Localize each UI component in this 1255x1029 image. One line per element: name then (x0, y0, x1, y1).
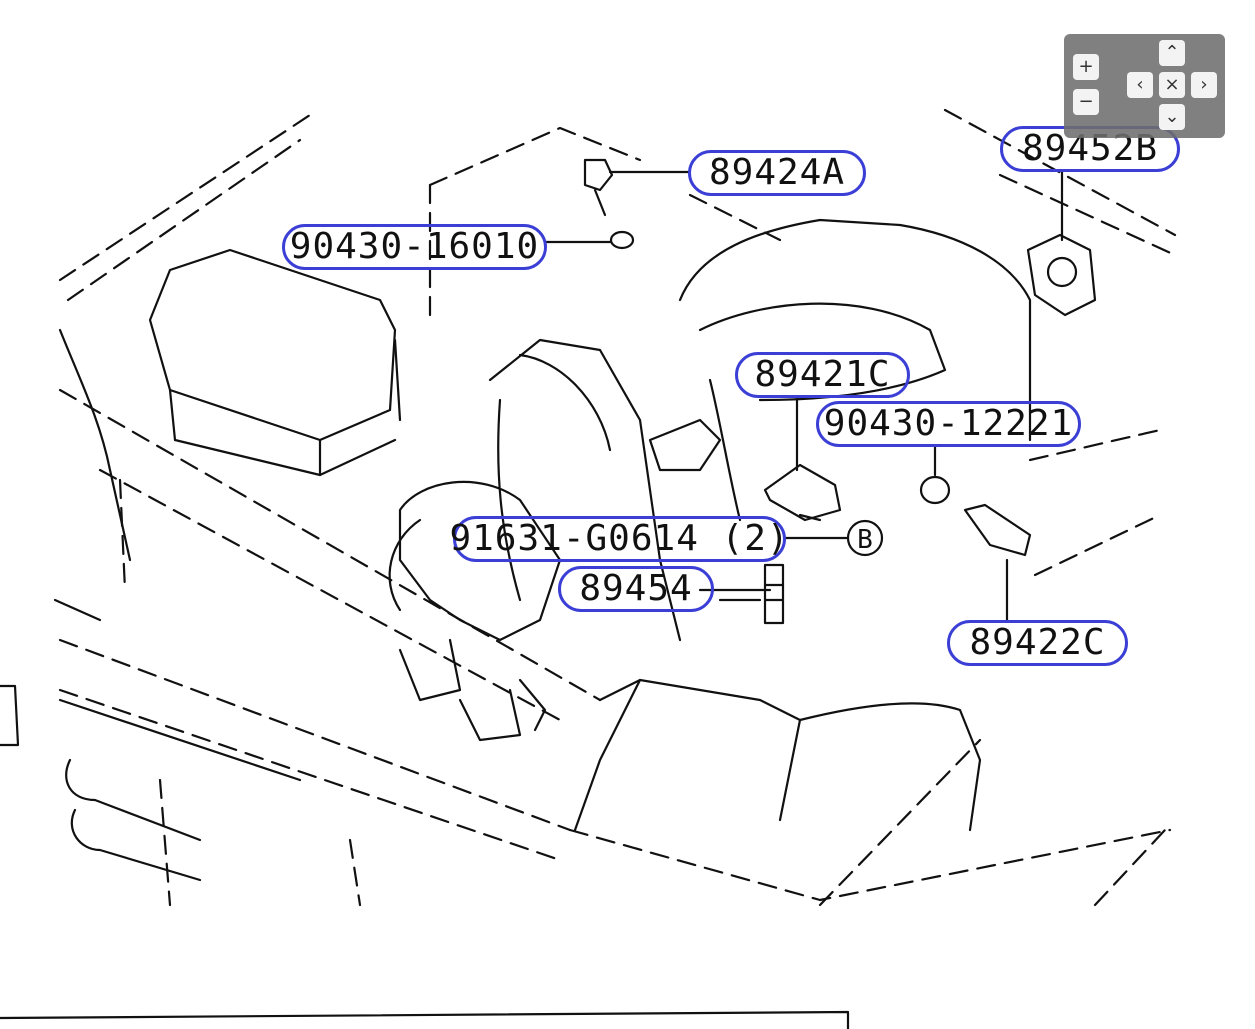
chevron-down-icon: ⌄ (1164, 106, 1180, 127)
part-label-89422c[interactable]: 89422C (947, 620, 1128, 666)
pan-right-button[interactable]: › (1191, 72, 1217, 98)
washer-90430-16010-symbol (609, 230, 635, 250)
part-number-text: 89454 (579, 568, 693, 609)
chevron-right-icon: › (1200, 74, 1208, 95)
part-number-text: 91631-G0614 (2) (449, 518, 790, 559)
part-label-91631-g0614[interactable]: 91631-G0614 (2) (449, 516, 789, 562)
part-number-text: 90430-12221 (823, 403, 1074, 444)
plus-icon: + (1078, 56, 1094, 77)
pan-left-button[interactable]: ‹ (1127, 72, 1153, 98)
part-label-89421c[interactable]: 89421C (735, 352, 910, 398)
zoom-pan-controls: + − ⌃ ‹ × › ⌄ (1064, 34, 1225, 138)
part-label-89454[interactable]: 89454 (558, 566, 714, 612)
close-icon: × (1164, 74, 1180, 95)
body-outline (58, 108, 1177, 907)
pan-down-button[interactable]: ⌄ (1159, 104, 1185, 130)
part-number-text: 89424A (708, 152, 846, 193)
chevron-left-icon: ‹ (1136, 74, 1144, 95)
reset-view-button[interactable]: × (1159, 72, 1185, 98)
part-number-text: 89422C (969, 622, 1106, 663)
leader-lines (543, 170, 1064, 622)
part-label-90430-12221[interactable]: 90430-12221 (816, 401, 1081, 447)
sensor-89452B-symbol (1026, 233, 1097, 317)
part-number-text: 90430-16010 (289, 226, 540, 267)
part-number-text: 89421C (754, 354, 891, 395)
pan-up-button[interactable]: ⌃ (1159, 40, 1185, 66)
chevron-up-icon: ⌃ (1164, 42, 1180, 63)
part-89424A-symbol (583, 158, 614, 217)
sensor-89421C-symbol (763, 463, 842, 522)
zoom-in-button[interactable]: + (1073, 54, 1099, 80)
washer-90430-12221-symbol (919, 475, 951, 505)
engine-outline (0, 218, 1032, 1029)
part-label-90430-16010[interactable]: 90430-16010 (282, 224, 547, 270)
minus-icon: − (1078, 91, 1094, 112)
sensor-89422C-symbol (963, 503, 1032, 557)
marker-b-circle (846, 519, 884, 557)
marker-b-text: B (857, 525, 873, 555)
part-label-89424a[interactable]: 89424A (688, 150, 866, 196)
sensor-89454-symbol (763, 563, 785, 625)
zoom-out-button[interactable]: − (1073, 89, 1099, 115)
